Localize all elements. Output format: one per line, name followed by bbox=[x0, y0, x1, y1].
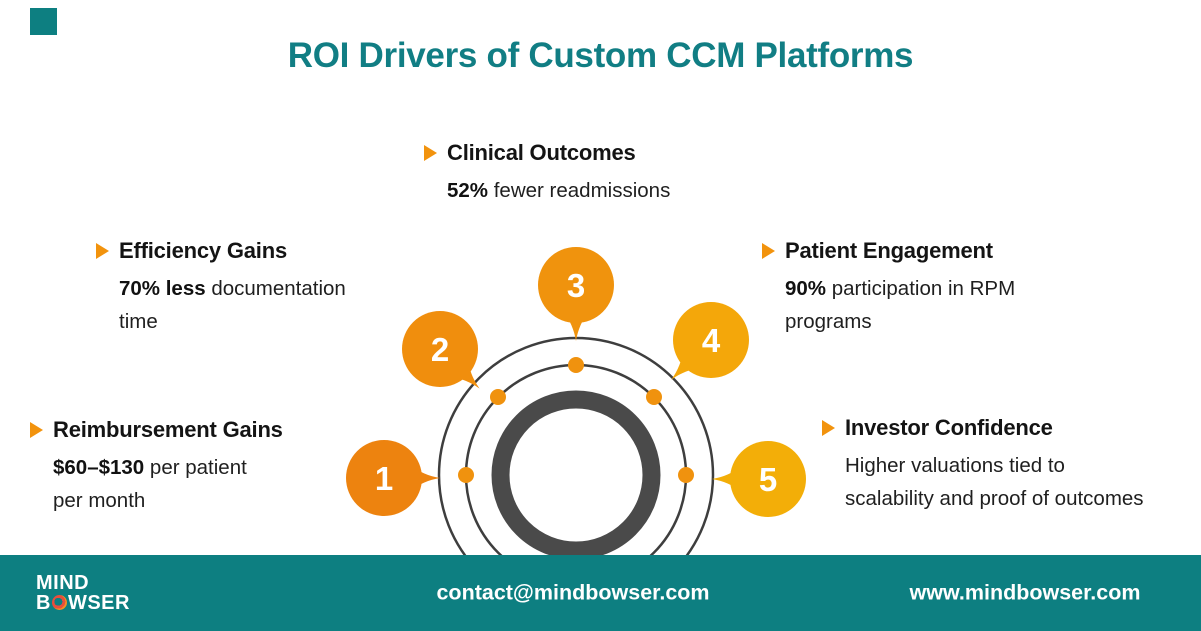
section-title: Efficiency Gains bbox=[119, 238, 287, 263]
step-bubble-1: 1 bbox=[346, 440, 440, 516]
bubble-circle bbox=[538, 247, 614, 323]
section-desc: $60–$130 per patient per month bbox=[53, 451, 340, 517]
logo-swirl-icon bbox=[51, 595, 67, 610]
step-number: 5 bbox=[759, 461, 777, 498]
step-number: 4 bbox=[702, 322, 721, 359]
marker-dot bbox=[678, 467, 694, 483]
bubble-circle bbox=[346, 440, 422, 516]
desc-text-line2: scalability and proof of outcomes bbox=[845, 487, 1144, 510]
bubble-circle bbox=[673, 302, 749, 378]
section-desc: 52% fewer readmissions bbox=[447, 174, 670, 207]
desc-text: participation in RPM bbox=[826, 277, 1016, 300]
step-number: 2 bbox=[431, 331, 449, 368]
contact-email[interactable]: contact@mindbowser.com bbox=[436, 580, 710, 605]
bullet-triangle-icon bbox=[96, 243, 109, 259]
section-patient-engagement: Patient Engagement 90% participation in … bbox=[762, 238, 1072, 338]
desc-text-line2: programs bbox=[785, 310, 872, 333]
desc-text: fewer readmissions bbox=[488, 179, 671, 202]
stat-highlight: 52% bbox=[447, 179, 489, 202]
bullet-triangle-icon bbox=[424, 145, 437, 161]
bubble-circle bbox=[402, 311, 478, 387]
bullet-triangle-icon bbox=[30, 422, 43, 438]
section-efficiency-gains: Efficiency Gains 70% less documentation t… bbox=[96, 238, 396, 338]
section-title: Reimbursement Gains bbox=[53, 417, 283, 442]
section-reimbursement-gains: Reimbursement Gains $60–$130 per patient… bbox=[30, 417, 340, 517]
step-bubble-5: 5 bbox=[712, 441, 806, 517]
step-number: 1 bbox=[375, 460, 393, 497]
bullet-triangle-icon bbox=[762, 243, 775, 259]
hub-ring bbox=[491, 390, 661, 560]
step-bubble-2: 2 bbox=[402, 311, 480, 389]
desc-text-line2: time bbox=[119, 310, 158, 333]
marker-dot bbox=[568, 357, 584, 373]
desc-text-line2: per month bbox=[53, 489, 146, 512]
stat-highlight: 90% bbox=[785, 277, 827, 300]
section-desc: 90% participation in RPM programs bbox=[785, 272, 1072, 338]
section-title: Investor Confidence bbox=[845, 415, 1053, 440]
marker-dot bbox=[646, 389, 662, 405]
logo-line1: MIND bbox=[36, 572, 90, 594]
section-investor-confidence: Investor Confidence Higher valuations ti… bbox=[822, 415, 1194, 515]
step-bubble-3: 3 bbox=[538, 247, 614, 341]
bubble-circle bbox=[730, 441, 806, 517]
section-desc: 70% less documentation time bbox=[119, 272, 396, 338]
desc-text: documentation bbox=[205, 277, 346, 300]
section-clinical-outcomes: Clinical Outcomes 52% fewer readmissions bbox=[424, 140, 670, 207]
stat-highlight: $60–$130 bbox=[53, 456, 145, 479]
section-desc: Higher valuations tied to scalability and… bbox=[845, 449, 1194, 515]
marker-dot bbox=[490, 389, 506, 405]
step-number: 3 bbox=[567, 267, 585, 304]
section-title: Patient Engagement bbox=[785, 238, 993, 263]
marker-dot bbox=[458, 467, 474, 483]
corner-accent-square bbox=[30, 8, 57, 35]
section-title: Clinical Outcomes bbox=[447, 140, 636, 165]
marker-dots bbox=[458, 357, 694, 483]
website-url[interactable]: www.mindbowser.com bbox=[909, 580, 1141, 605]
page-title: ROI Drivers of Custom CCM Platforms bbox=[287, 36, 914, 75]
desc-text: per patient bbox=[144, 456, 247, 479]
bullet-triangle-icon bbox=[822, 420, 835, 436]
step-bubble-4: 4 bbox=[671, 302, 749, 380]
stat-highlight: 70% less bbox=[119, 277, 206, 300]
desc-text: Higher valuations tied to bbox=[845, 454, 1065, 477]
